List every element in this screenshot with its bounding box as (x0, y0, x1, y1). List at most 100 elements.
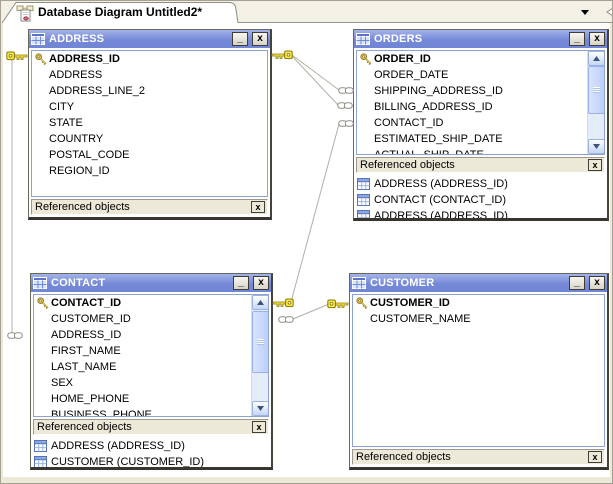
arrow-down-icon (593, 144, 600, 149)
titlebar-orders[interactable]: ORDERS _ x (354, 30, 607, 48)
referenced-object-row[interactable]: ADDRESS (ADDRESS_ID) (354, 208, 607, 218)
field-name: SEX (51, 377, 74, 389)
field-row-shipping_address_id[interactable]: SHIPPING_ADDRESS_ID (357, 83, 604, 99)
field-row-address[interactable]: ADDRESS (32, 67, 267, 83)
field-name: ESTIMATED_SHIP_DATE (374, 133, 503, 145)
fk-link-icon[interactable] (338, 119, 354, 128)
field-row-order_id[interactable]: ORDER_ID (357, 51, 604, 67)
pk-key-icon[interactable] (271, 50, 293, 60)
referenced-object-row[interactable]: ADDRESS (ADDRESS_ID) (31, 438, 271, 454)
pk-key-icon[interactable] (272, 298, 294, 308)
panel-close-button[interactable]: x (588, 451, 602, 463)
window-title: CONTACT (51, 277, 106, 289)
field-row-first_name[interactable]: FIRST_NAME (34, 343, 268, 359)
close-button[interactable]: x (589, 32, 605, 46)
scroll-down-button[interactable] (588, 139, 604, 154)
minimize-button[interactable]: _ (569, 32, 585, 46)
fk-link-icon[interactable] (7, 331, 23, 340)
primary-key-icon (34, 53, 46, 65)
fk-link-icon[interactable] (278, 315, 294, 324)
field-row-order_date[interactable]: ORDER_DATE (357, 67, 604, 83)
vertical-scrollbar[interactable] (587, 51, 604, 154)
field-row-contact_id[interactable]: CONTACT_ID (357, 115, 604, 131)
minimize-button[interactable]: _ (569, 276, 585, 290)
referenced-objects-label: Referenced objects (356, 451, 451, 463)
arrow-up-icon (257, 300, 264, 305)
tab-overflow-arrow-icon[interactable] (604, 3, 613, 21)
field-name: POSTAL_CODE (49, 149, 130, 161)
field-row-state[interactable]: STATE (32, 115, 267, 131)
field-name: ADDRESS_ID (51, 329, 122, 341)
titlebar-contact[interactable]: CONTACT _ x (31, 274, 271, 292)
minimize-button[interactable]: _ (232, 32, 248, 46)
field-row-address_id[interactable]: ADDRESS_ID (34, 327, 268, 343)
field-row-customer_id[interactable]: CUSTOMER_ID (34, 311, 268, 327)
close-button[interactable]: x (589, 276, 605, 290)
tab-list-dropdown-icon[interactable] (580, 8, 590, 16)
field-row-country[interactable]: COUNTRY (32, 131, 267, 147)
field-row-contact_id[interactable]: CONTACT_ID (34, 295, 268, 311)
field-name: CUSTOMER_ID (51, 313, 131, 325)
primary-key-cell (32, 53, 49, 65)
field-row-estimated_ship_date[interactable]: ESTIMATED_SHIP_DATE (357, 131, 604, 147)
scroll-down-button[interactable] (252, 401, 268, 416)
window-title: ADDRESS (49, 33, 105, 45)
field-row-address_line_2[interactable]: ADDRESS_LINE_2 (32, 83, 267, 99)
primary-key-cell (34, 297, 51, 309)
field-row-customer_id[interactable]: CUSTOMER_ID (353, 295, 604, 311)
tab-strip-divider (232, 22, 612, 23)
referenced-objects-label: Referenced objects (37, 421, 132, 433)
pk-key-icon[interactable] (327, 299, 349, 309)
field-name: LAST_NAME (51, 361, 117, 373)
field-row-actual_ship_date[interactable]: ACTUAL_SHIP_DATE (357, 147, 604, 155)
fk-link-icon[interactable] (338, 86, 354, 95)
tab-title: Database Diagram Untitled2* (38, 5, 203, 19)
field-row-customer_name[interactable]: CUSTOMER_NAME (353, 311, 604, 327)
field-name: REGION_ID (49, 165, 110, 177)
field-row-address_id[interactable]: ADDRESS_ID (32, 51, 267, 67)
table-icon (31, 33, 45, 45)
scrollbar-thumb[interactable] (588, 66, 604, 114)
field-name: ADDRESS_ID (49, 53, 120, 65)
primary-key-icon (359, 53, 371, 65)
field-name: CITY (49, 101, 75, 113)
referenced-objects-header: Referenced objects x (31, 199, 268, 215)
field-row-last_name[interactable]: LAST_NAME (34, 359, 268, 375)
vertical-scrollbar[interactable] (251, 295, 268, 416)
close-button[interactable]: x (253, 276, 269, 290)
field-row-sex[interactable]: SEX (34, 375, 268, 391)
field-row-home_phone[interactable]: HOME_PHONE (34, 391, 268, 407)
field-row-city[interactable]: CITY (32, 99, 267, 115)
referenced-object-label: ADDRESS (ADDRESS_ID) (374, 178, 508, 190)
fk-link-icon[interactable] (337, 101, 353, 110)
referenced-object-row[interactable]: ADDRESS (ADDRESS_ID) (354, 176, 607, 192)
field-name: FIRST_NAME (51, 345, 121, 357)
minimize-button[interactable]: _ (233, 276, 249, 290)
referenced-object-row[interactable]: CONTACT (CONTACT_ID) (354, 192, 607, 208)
active-tab[interactable] (1, 1, 241, 23)
panel-close-button[interactable]: x (251, 201, 265, 213)
field-name: ADDRESS_LINE_2 (49, 85, 145, 97)
scroll-up-button[interactable] (588, 51, 604, 66)
titlebar-address[interactable]: ADDRESS _ x (29, 30, 270, 48)
field-name: ADDRESS (49, 69, 103, 81)
panel-close-button[interactable]: x (588, 159, 602, 171)
table-icon (33, 277, 47, 289)
scroll-up-button[interactable] (252, 295, 268, 310)
panel-close-button[interactable]: x (252, 421, 266, 433)
scrollbar-thumb[interactable] (252, 311, 268, 373)
pk-key-icon[interactable] (6, 51, 28, 61)
field-row-billing_address_id[interactable]: BILLING_ADDRESS_ID (357, 99, 604, 115)
referenced-objects-header: Referenced objects x (33, 419, 269, 435)
field-name: ACTUAL_SHIP_DATE (374, 149, 484, 155)
titlebar-customer[interactable]: CUSTOMER _ x (350, 274, 607, 292)
table-icon (34, 440, 47, 452)
field-row-business_phone[interactable]: BUSINESS_PHONE (34, 407, 268, 416)
field-row-region_id[interactable]: REGION_ID (32, 163, 267, 179)
referenced-object-row[interactable]: CUSTOMER (CUSTOMER_ID) (31, 454, 271, 467)
close-button[interactable]: x (252, 32, 268, 46)
field-row-postal_code[interactable]: POSTAL_CODE (32, 147, 267, 163)
table-icon (357, 178, 370, 190)
referenced-objects-header: Referenced objects x (352, 449, 605, 465)
